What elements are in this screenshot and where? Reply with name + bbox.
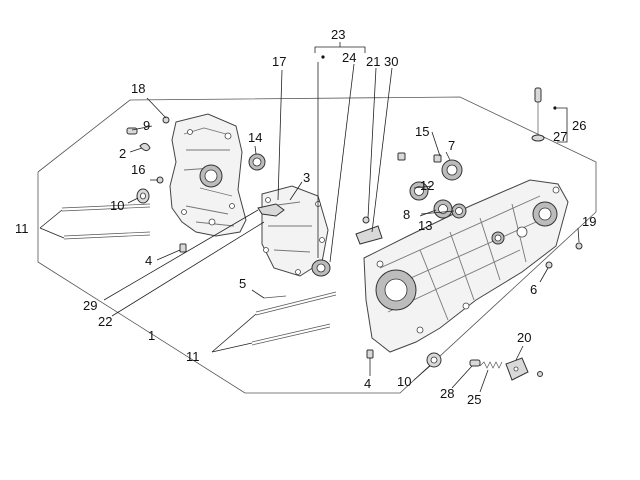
callout-13: 13 [418, 218, 432, 233]
callout-21: 21 [366, 54, 380, 69]
callout-19: 19 [582, 214, 596, 229]
clip-2-part [139, 142, 151, 152]
callout-9: 9 [143, 118, 150, 133]
callout-14: 14 [248, 130, 262, 145]
callout-2: 2 [119, 146, 126, 161]
callout-30: 30 [384, 54, 398, 69]
callout-11-left: 11 [15, 221, 29, 236]
bearing-13-part [433, 199, 453, 219]
callout-18: 18 [131, 81, 145, 96]
callout-11-right: 11 [186, 349, 200, 364]
callout-16: 16 [131, 162, 145, 177]
callout-4-left: 4 [145, 253, 152, 268]
bearing-7-part [441, 159, 463, 181]
callout-20: 20 [517, 330, 531, 345]
bracket-23-dot [321, 55, 325, 59]
plate-20-part [505, 357, 543, 381]
callout-3: 3 [303, 170, 310, 185]
studs-11-right-part [251, 291, 337, 346]
callout-7: 7 [448, 138, 455, 153]
callout-5: 5 [239, 276, 246, 291]
dipstick-26-part [531, 87, 545, 142]
bushing-10-left-part [136, 188, 150, 204]
bracket-30-part [355, 225, 383, 245]
bolt-18-part [162, 116, 170, 124]
screw-21-part [362, 216, 370, 224]
plug-6-part [545, 261, 553, 269]
dowel-15-part [397, 152, 442, 163]
bearing-12-part [409, 181, 429, 201]
callout-22: 22 [98, 314, 112, 329]
callout-17: 17 [272, 54, 286, 69]
pin-5-part [263, 295, 287, 299]
callout-labels: 1 2 3 4 4 5 6 7 8 9 10 10 11 11 12 13 14… [15, 27, 596, 407]
callout-10-right: 10 [397, 374, 411, 389]
spring-25-part [479, 361, 503, 369]
pin-28-part [469, 359, 481, 367]
callout-24: 24 [342, 50, 356, 65]
callout-26: 26 [572, 118, 586, 133]
bolt-19-part [575, 242, 583, 250]
bracket-26 [557, 107, 568, 143]
callout-10-left: 10 [110, 198, 124, 213]
studs-11-left-part [61, 203, 151, 240]
seal-14-part [248, 153, 266, 171]
callout-6: 6 [530, 282, 537, 297]
callout-4-right: 4 [364, 376, 371, 391]
callout-12: 12 [420, 178, 434, 193]
leader-lines [39, 62, 580, 393]
right-crankcase-half [363, 179, 569, 353]
callout-28: 28 [440, 386, 454, 401]
callout-15: 15 [415, 124, 429, 139]
bracket-23 [314, 46, 366, 53]
callout-1: 1 [148, 328, 155, 343]
dowel-4-left-part [179, 243, 187, 253]
callout-25: 25 [467, 392, 481, 407]
seal-8-part [451, 203, 467, 219]
callout-8: 8 [403, 207, 410, 222]
bracket-26-dot [553, 106, 557, 110]
callout-27: 27 [553, 129, 567, 144]
seal-24-part [311, 259, 331, 277]
callout-29: 29 [83, 298, 97, 313]
assembly-frame [37, 96, 597, 394]
bushing-10-right-part [426, 352, 442, 368]
dowel-4-right-part [366, 349, 374, 359]
left-crankcase-half [169, 113, 247, 237]
callout-23: 23 [331, 27, 345, 42]
gasket-17-part [257, 203, 285, 217]
